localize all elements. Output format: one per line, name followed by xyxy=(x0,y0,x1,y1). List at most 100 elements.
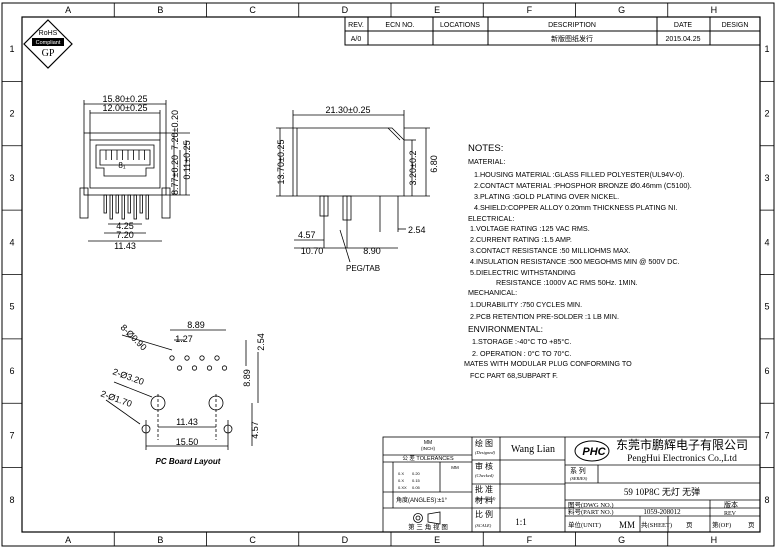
mates-line-1: MATES WITH MODULAR PLUG CONFORMING TO xyxy=(464,359,632,368)
of-page: 页 xyxy=(748,521,755,529)
title-block xyxy=(382,436,761,533)
of-label: 第(OF) xyxy=(712,520,731,529)
peg-tab-label: PEG/TAB xyxy=(346,264,380,273)
unit-label: 单位(UNIT) xyxy=(568,520,601,529)
column-label-top: H xyxy=(711,5,718,15)
material-line-4: 4.SHIELD:COPPER ALLOY 0.20mm THICKNESS P… xyxy=(474,203,677,212)
pcb-pin-hole xyxy=(184,355,190,361)
rohs-logo: RoHS Compliant GP xyxy=(23,19,73,69)
tol-unit-sub: (INCH) xyxy=(421,446,435,451)
scale-label-en: (SCALE) xyxy=(475,523,492,528)
row-label-right: 1 xyxy=(764,44,769,54)
column-label-bottom: D xyxy=(342,535,349,545)
front-view: 8₁ xyxy=(79,100,190,242)
column-label-bottom: C xyxy=(249,535,256,545)
environmental-line-1: 1.STORAGE :-40°C TO +85°C. xyxy=(472,337,571,346)
pcb-pin-hole xyxy=(191,365,198,371)
pin xyxy=(139,194,143,214)
pin xyxy=(133,194,137,220)
description-value: 新版图纸发行 xyxy=(551,34,593,43)
dim-3-20: 3.20±0.2 xyxy=(408,151,418,186)
pin xyxy=(127,194,131,214)
company-name-en: PengHui Electronics Co.,Ltd xyxy=(627,454,737,464)
material-line-2: 2.CONTACT MATERIAL :PHOSPHOR BRONZE Ø0.4… xyxy=(474,181,692,190)
column-label-top: D xyxy=(342,5,349,15)
column-label-bottom: E xyxy=(434,535,440,545)
dim-4-57: 4.57 xyxy=(298,230,316,240)
row-label-right: 2 xyxy=(764,109,769,119)
checked-label: 审 核 xyxy=(475,461,493,471)
pcb-dim-holes-320: 2-Ø3.20 xyxy=(111,366,145,387)
row-label-left: 4 xyxy=(9,237,14,247)
phc-logo: PHC xyxy=(574,440,610,462)
pcb-layout xyxy=(105,329,259,450)
title-block-text: MM (INCH) 公 差 TOLERANCES MM 0.X 0.20 0.X… xyxy=(396,437,755,531)
electrical-line-3: 3.CONTACT RESISTANCE :50 MILLIOHMS MAX. xyxy=(470,246,631,255)
column-label-bottom: A xyxy=(65,535,71,545)
row-label-right: 3 xyxy=(764,173,769,183)
pcb-pin-hole xyxy=(214,355,220,361)
electrical-line-4: 4.INSULATION RESISTANCE :500 MEGOHMS MIN… xyxy=(470,257,680,266)
electrical-line-6: RESISTANCE :1000V AC RMS 50Hz. 1MIN. xyxy=(496,278,638,287)
revision-table: REV. ECN NO. LOCATIONS DESCRIPTION DATE … xyxy=(344,16,761,46)
pcb-dim-2-54: 2.54 xyxy=(256,333,266,351)
dim-21-30: 21.30±0.25 xyxy=(326,105,371,115)
pin xyxy=(109,194,113,220)
column-label-top: G xyxy=(618,5,625,15)
part-number-value: 1059-208012 xyxy=(643,508,681,516)
column-label-top: A xyxy=(65,5,71,15)
part-number-label: 料号(PART NO.) xyxy=(568,507,613,516)
drawing-number-label: 图号(DWG NO.) xyxy=(568,501,614,509)
material-line-1: 1.HOUSING MATERIAL :GLASS FILLED POLYEST… xyxy=(474,170,684,179)
environmental-line-2: 2. OPERATION : 0°C TO 70°C. xyxy=(472,349,572,358)
drawn-name: Wang Lian xyxy=(511,444,555,455)
material-label: 材 料 xyxy=(475,495,493,505)
electrical-line-1: 1.VOLTAGE RATING :125 VAC RMS. xyxy=(470,224,590,233)
tol-mm-label: MM xyxy=(451,465,459,470)
logo-middle-text: Compliant xyxy=(36,40,61,46)
dim-2-54: 2.54 xyxy=(408,225,426,235)
svg-text:8₁: 8₁ xyxy=(118,161,125,170)
locations-header: LOCATIONS xyxy=(440,22,480,29)
row-label-right: 5 xyxy=(764,302,769,312)
dim-6-80: 6.80 xyxy=(429,155,439,173)
electrical-line-5: 5.DIELECTRIC WITHSTANDING xyxy=(470,268,576,277)
row-label-left: 6 xyxy=(9,366,14,376)
column-label-bottom: H xyxy=(711,535,718,545)
tol-row-1-label: 0.X xyxy=(398,471,404,476)
side-view-dims: 21.30±0.25 13.70±0.25 3.20±0.2 6.80 2.54… xyxy=(276,105,439,273)
tolerance-label: 公 差 TOLERANCES xyxy=(402,454,454,462)
phc-logo-text: PHC xyxy=(582,446,606,458)
company-name-cn: 东莞市鹏辉电子有限公司 xyxy=(616,437,748,452)
dim-13-70: 13.70±0.25 xyxy=(276,140,286,185)
mechanical-heading: MECHANICAL: xyxy=(468,288,517,297)
dim-12-00: 12.00±0.25 xyxy=(103,103,148,113)
pcb-dim-1-27: 1.27 xyxy=(175,334,193,344)
electrical-heading: ELECTRICAL: xyxy=(468,214,514,223)
mechanical-line-2: 2.PCB RETENTION PRE-SOLDER :1 LB MIN. xyxy=(470,312,619,321)
sheet-label: 共(SHEET) xyxy=(641,520,672,529)
checked-label-en: (Checked) xyxy=(475,473,494,478)
sheet-page: 页 xyxy=(686,521,693,529)
pcb-pin-hole xyxy=(221,365,228,371)
row-label-left: 2 xyxy=(9,109,14,119)
date-header: DATE xyxy=(674,22,692,29)
pcb-dim-holes-170: 2-Ø1.70 xyxy=(99,388,133,409)
date-value: 2015.04.25 xyxy=(665,36,700,43)
material-heading: MATERIAL: xyxy=(468,157,505,166)
ecn-header: ECN NO. xyxy=(385,22,414,29)
pcb-dim-8-89: 8.89 xyxy=(187,320,205,330)
pcb-dim-11-43: 11.43 xyxy=(176,417,198,427)
scale-value: 1:1 xyxy=(515,517,527,527)
dim-8-90: 8.90 xyxy=(363,246,381,256)
pin xyxy=(103,194,107,214)
column-label-top: C xyxy=(249,5,256,15)
column-label-bottom: F xyxy=(527,535,533,545)
description-header: DESCRIPTION xyxy=(548,22,596,29)
mates-line-2: FCC PART 68,SUBPART F. xyxy=(470,371,558,380)
pcb-pin-hole xyxy=(199,355,205,361)
column-label-top: F xyxy=(527,5,533,15)
dim-11-43: 11.43 xyxy=(114,241,136,251)
rev-value: A/0 xyxy=(351,36,362,43)
